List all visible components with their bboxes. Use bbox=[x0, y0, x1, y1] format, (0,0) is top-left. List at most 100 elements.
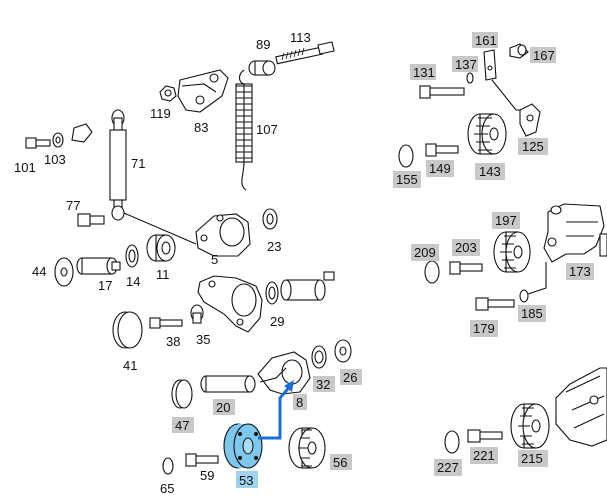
label-71: 71 bbox=[131, 156, 145, 171]
part-209-cap[interactable] bbox=[424, 260, 440, 284]
label-125: 125 bbox=[522, 139, 544, 154]
label-14: 14 bbox=[126, 274, 140, 289]
label-83: 83 bbox=[194, 120, 208, 135]
label-185-bg bbox=[518, 305, 546, 322]
label-173-bg bbox=[566, 263, 594, 280]
part-23-washer[interactable] bbox=[262, 208, 278, 230]
label-131: 131 bbox=[413, 65, 435, 80]
part-89-bushing[interactable] bbox=[248, 60, 276, 76]
label-143: 143 bbox=[479, 164, 501, 179]
label-125-bg bbox=[518, 138, 548, 155]
label-56: 56 bbox=[333, 455, 347, 470]
part-38-bolt[interactable] bbox=[149, 317, 183, 329]
label-56-bg bbox=[330, 454, 352, 470]
label-227: 227 bbox=[437, 460, 459, 475]
label-215: 215 bbox=[521, 451, 543, 466]
label-173: 173 bbox=[569, 264, 591, 279]
label-44: 44 bbox=[32, 264, 46, 279]
part-26-washer[interactable] bbox=[334, 339, 352, 363]
label-32-bg bbox=[313, 376, 335, 392]
label-179-bg bbox=[470, 320, 498, 337]
label-101: 101 bbox=[14, 160, 36, 175]
part-35-washer[interactable] bbox=[190, 304, 204, 324]
label-221-bg bbox=[470, 447, 498, 464]
part-77-bolt[interactable] bbox=[77, 213, 105, 227]
part-32-ring[interactable] bbox=[311, 345, 327, 369]
label-203-bg bbox=[452, 239, 480, 256]
label-137: 137 bbox=[455, 57, 477, 72]
label-113: 113 bbox=[290, 30, 311, 45]
part-44-washer[interactable] bbox=[54, 257, 74, 287]
part-125-bracket[interactable] bbox=[519, 103, 541, 137]
label-161-bg bbox=[472, 32, 498, 48]
part-197-pulley[interactable] bbox=[493, 231, 531, 273]
part-161-clip[interactable] bbox=[483, 49, 497, 81]
label-131-bg bbox=[410, 64, 436, 80]
label-209: 209 bbox=[414, 245, 436, 260]
part-83-bracket[interactable] bbox=[177, 69, 229, 113]
part-155-cap[interactable] bbox=[398, 144, 414, 168]
part-107-spring[interactable] bbox=[235, 69, 253, 191]
part-149-bolt[interactable] bbox=[425, 143, 459, 157]
label-179: 179 bbox=[473, 321, 495, 336]
part-47-cap[interactable] bbox=[171, 379, 193, 409]
label-38: 38 bbox=[166, 334, 180, 349]
part-53-pulley-highlighted[interactable] bbox=[223, 423, 263, 469]
part-20-pin[interactable] bbox=[200, 375, 256, 393]
part-11-bearing[interactable] bbox=[146, 234, 176, 262]
label-89: 89 bbox=[256, 37, 270, 52]
label-143-bg bbox=[475, 163, 505, 180]
part-173-bracket[interactable] bbox=[543, 203, 607, 263]
part-113-bolt[interactable] bbox=[275, 41, 335, 65]
part-215-pulley[interactable] bbox=[510, 403, 550, 449]
label-17: 17 bbox=[98, 278, 112, 293]
label-20: 20 bbox=[216, 400, 230, 415]
part-167-clamp[interactable] bbox=[509, 43, 529, 59]
leader-71-5 bbox=[123, 212, 197, 245]
label-119: 119 bbox=[150, 106, 171, 121]
part-14-ring[interactable] bbox=[125, 244, 139, 268]
label-203: 203 bbox=[455, 240, 477, 255]
label-155: 155 bbox=[396, 172, 418, 187]
label-20-bg bbox=[213, 399, 235, 415]
arrow-53-to-8 bbox=[258, 380, 294, 440]
part-101-bolt[interactable] bbox=[25, 137, 51, 149]
part-179-bolt[interactable] bbox=[475, 297, 515, 311]
part-29-bracket[interactable] bbox=[197, 271, 335, 333]
label-167-bg bbox=[530, 47, 556, 63]
label-221: 221 bbox=[473, 448, 495, 463]
leader-173-185 bbox=[527, 262, 547, 295]
part-137-washer[interactable] bbox=[466, 72, 474, 84]
label-26: 26 bbox=[343, 370, 357, 385]
label-29: 29 bbox=[270, 314, 284, 329]
label-155-bg bbox=[393, 171, 421, 188]
part-227-cap[interactable] bbox=[444, 430, 460, 454]
part-41-cap[interactable] bbox=[112, 311, 143, 349]
label-209-bg bbox=[411, 244, 439, 261]
label-8: 8 bbox=[296, 395, 303, 410]
label-26-bg bbox=[340, 369, 362, 385]
part-103-washer[interactable] bbox=[52, 132, 64, 148]
label-23: 23 bbox=[267, 239, 281, 254]
part-221-bolt[interactable] bbox=[467, 429, 503, 443]
part-71-damper[interactable] bbox=[109, 109, 127, 221]
part-203-bolt[interactable] bbox=[449, 261, 483, 275]
label-103: 103 bbox=[44, 152, 66, 167]
part-185-washer[interactable] bbox=[519, 289, 529, 303]
part-17-pin[interactable] bbox=[76, 257, 121, 275]
part-119-nut[interactable] bbox=[159, 85, 177, 102]
part-5-bracket[interactable] bbox=[195, 213, 251, 257]
label-35: 35 bbox=[196, 332, 210, 347]
part-131-bolt[interactable] bbox=[419, 85, 465, 99]
label-137-bg bbox=[452, 56, 478, 72]
label-149-bg bbox=[426, 160, 454, 177]
label-77: 77 bbox=[66, 198, 80, 213]
part-8-arm[interactable] bbox=[257, 351, 311, 395]
label-197: 197 bbox=[495, 213, 517, 228]
label-32: 32 bbox=[316, 377, 330, 392]
part-65-washer[interactable] bbox=[162, 457, 174, 475]
part-143-pulley[interactable] bbox=[467, 113, 507, 155]
part-56-pulley[interactable] bbox=[288, 427, 326, 469]
label-227-bg bbox=[434, 459, 462, 476]
part-59-bolt[interactable] bbox=[185, 453, 219, 467]
